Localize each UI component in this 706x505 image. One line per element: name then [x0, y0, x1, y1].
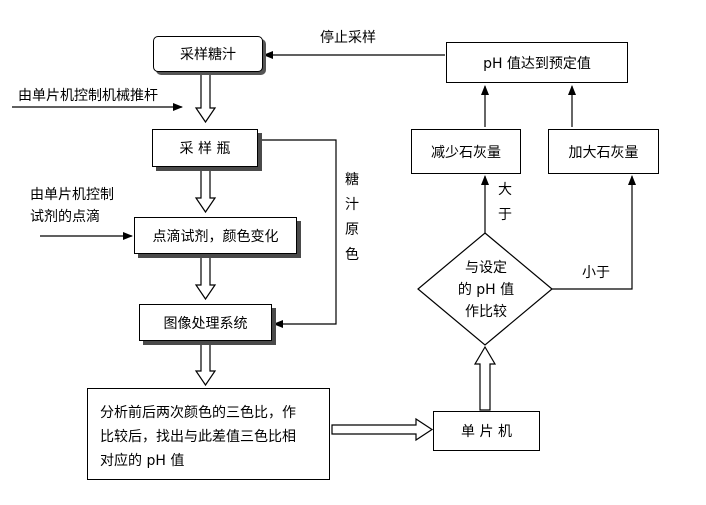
drip-line-1: 由单片机控制 [30, 187, 114, 203]
hollow-arrow-analysis-to-mcu [331, 417, 434, 442]
compare-text: 与设定 的 pH 值 作比较 [446, 257, 526, 323]
reduce-lime-label: 减少石灰量 [431, 144, 501, 161]
ph-reached-label: pH 值达到预定值 [483, 55, 591, 72]
analysis-line-1: 分析前后两次颜色的三色比，作 [100, 405, 296, 421]
compare-diamond [417, 232, 553, 346]
drip-line-2: 试剂的点滴 [30, 209, 100, 225]
reduce-lime-box: 减少石灰量 [411, 129, 521, 174]
analysis-box: 分析前后两次颜色的三色比，作 比较后，找出与此差值三色比相 对应的 pH 值 [87, 388, 330, 480]
image-system-label: 图像处理系统 [163, 315, 248, 332]
titration-box: 点滴试剂，颜色变化 [134, 217, 297, 254]
mcu-label: 单 片 机 [461, 424, 512, 440]
compare-line-2: 的 pH 值 [457, 282, 515, 298]
sample-juice-label: 采样糖汁 [180, 47, 236, 63]
mcu-box: 单 片 机 [433, 411, 540, 451]
greater-label: 大 于 [497, 178, 513, 228]
image-system-box: 图像处理系统 [139, 304, 272, 341]
drip-label: 由单片机控制 试剂的点滴 [30, 184, 114, 228]
push-rod-label: 由单片机控制机械推杆 [18, 88, 158, 104]
compare-line-1: 与设定 [465, 260, 507, 276]
original-color-char-2: 汁 [345, 197, 359, 213]
ph-reached-box: pH 值达到预定值 [446, 42, 628, 83]
hollow-arrow-juice-to-push [194, 73, 217, 124]
arrow-original-color [258, 139, 337, 328]
compare-line-3: 作比较 [465, 304, 507, 320]
sample-juice-box: 采样糖汁 [153, 36, 263, 72]
greater-char-1: 大 [498, 182, 512, 198]
analysis-line-3: 对应的 pH 值 [100, 453, 185, 469]
titration-label: 点滴试剂，颜色变化 [152, 228, 279, 245]
hollow-arrow-bottle-to-titration [194, 169, 217, 214]
original-color-char-4: 色 [345, 247, 359, 263]
analysis-line-2: 比较后，找出与此差值三色比相 [100, 429, 296, 445]
hollow-arrow-image-to-analysis [194, 343, 217, 387]
sample-bottle-box: 采 样 瓶 [152, 129, 258, 167]
arrow-less [552, 175, 636, 290]
stop-sampling-label: 停止采样 [320, 30, 376, 46]
hollow-arrow-mcu-to-compare [473, 345, 497, 411]
original-color-char-1: 糖 [345, 172, 359, 188]
increase-lime-box: 加大石灰量 [548, 129, 659, 174]
greater-char-2: 于 [498, 207, 512, 223]
increase-lime-label: 加大石灰量 [568, 144, 639, 161]
original-color-char-3: 原 [345, 222, 359, 238]
original-color-label: 糖 汁 原 色 [344, 168, 360, 268]
hollow-arrow-titration-to-image [194, 256, 217, 301]
sample-bottle-label: 采 样 瓶 [179, 141, 231, 157]
less-label: 小于 [582, 265, 610, 281]
